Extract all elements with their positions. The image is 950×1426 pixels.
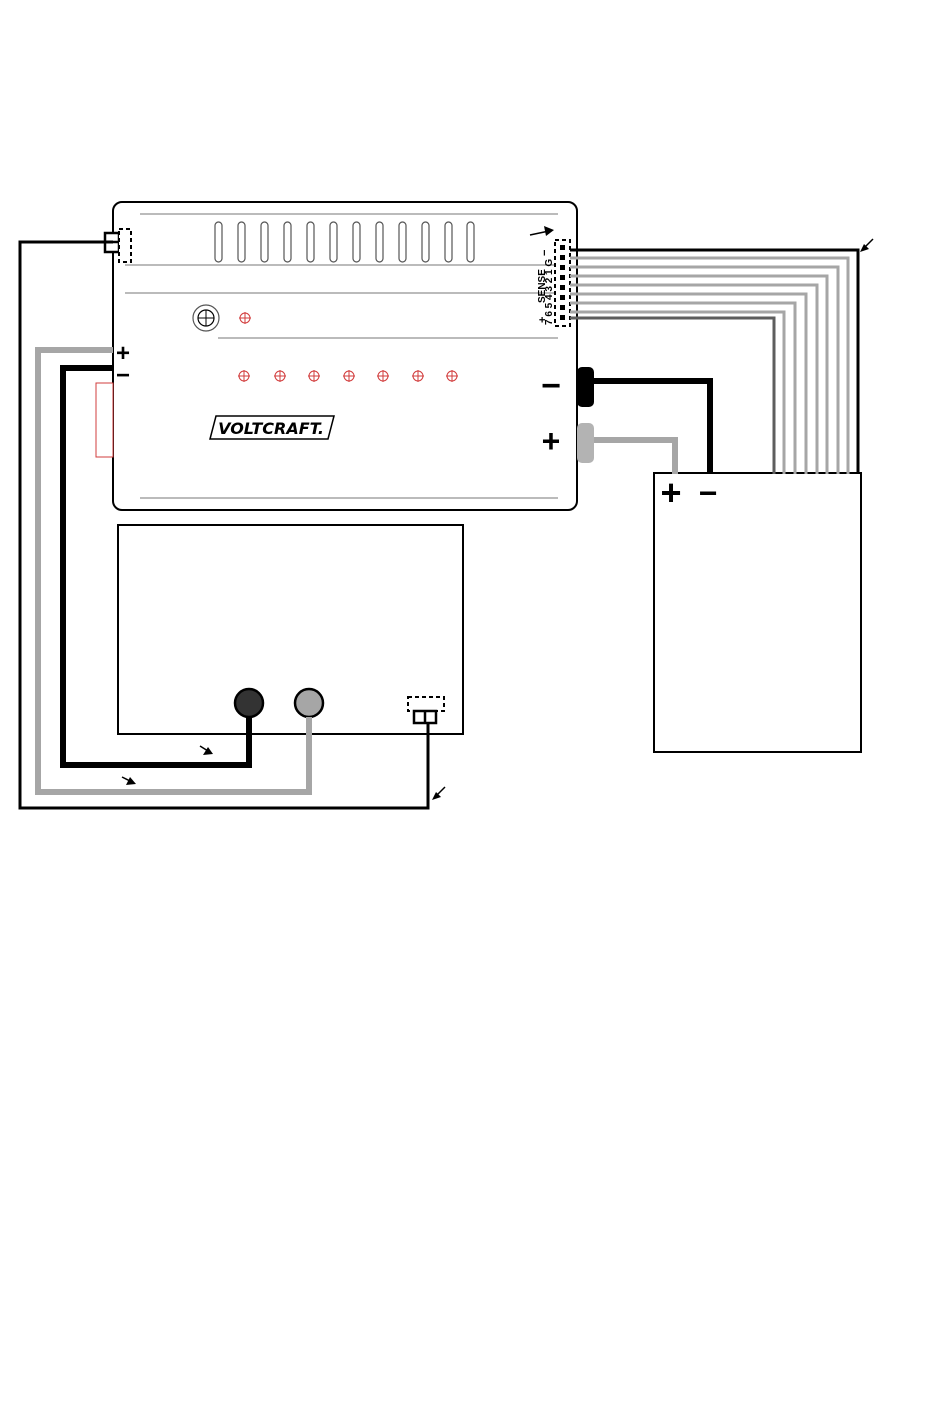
arrow-icon — [200, 746, 213, 755]
output-plus-label: + — [542, 423, 561, 459]
battery-negative-wire — [594, 381, 710, 474]
arrow-icon — [432, 787, 445, 800]
psu-terminal-gray[interactable] — [295, 689, 323, 717]
logo-text: VOLTCRAFT. — [218, 419, 324, 438]
battery-housing — [654, 473, 861, 752]
sense-label: SENSE — [537, 269, 548, 303]
side-connector — [96, 383, 113, 457]
output-socket-plus[interactable] — [577, 423, 594, 463]
balancer-sense-port[interactable] — [555, 240, 570, 326]
sense-wire-6 — [570, 303, 795, 474]
power-supply-unit — [118, 525, 463, 734]
arrow-icon — [860, 239, 873, 252]
sense-minus-label: − — [539, 250, 551, 256]
charger-unit: VOLTCRAFT. + − − + 7 6 5 4 3 2 — [96, 202, 594, 510]
rotary-knob — [193, 305, 219, 331]
sense-wire-3 — [570, 276, 827, 474]
sense-plus-label: + — [537, 317, 549, 323]
charger-housing — [113, 202, 577, 510]
battery-plus-label: + — [660, 472, 681, 513]
arrow-icon — [122, 777, 136, 785]
output-minus-label: − — [541, 367, 561, 405]
battery-pack: + − — [654, 472, 861, 752]
battery-positive-wire — [594, 440, 675, 474]
input-minus-label: − — [116, 362, 130, 389]
battery-minus-label: − — [699, 475, 718, 511]
output-socket-minus[interactable] — [577, 367, 594, 407]
voltcraft-logo: VOLTCRAFT. — [210, 416, 334, 439]
psu-terminal-black[interactable] — [235, 689, 263, 717]
